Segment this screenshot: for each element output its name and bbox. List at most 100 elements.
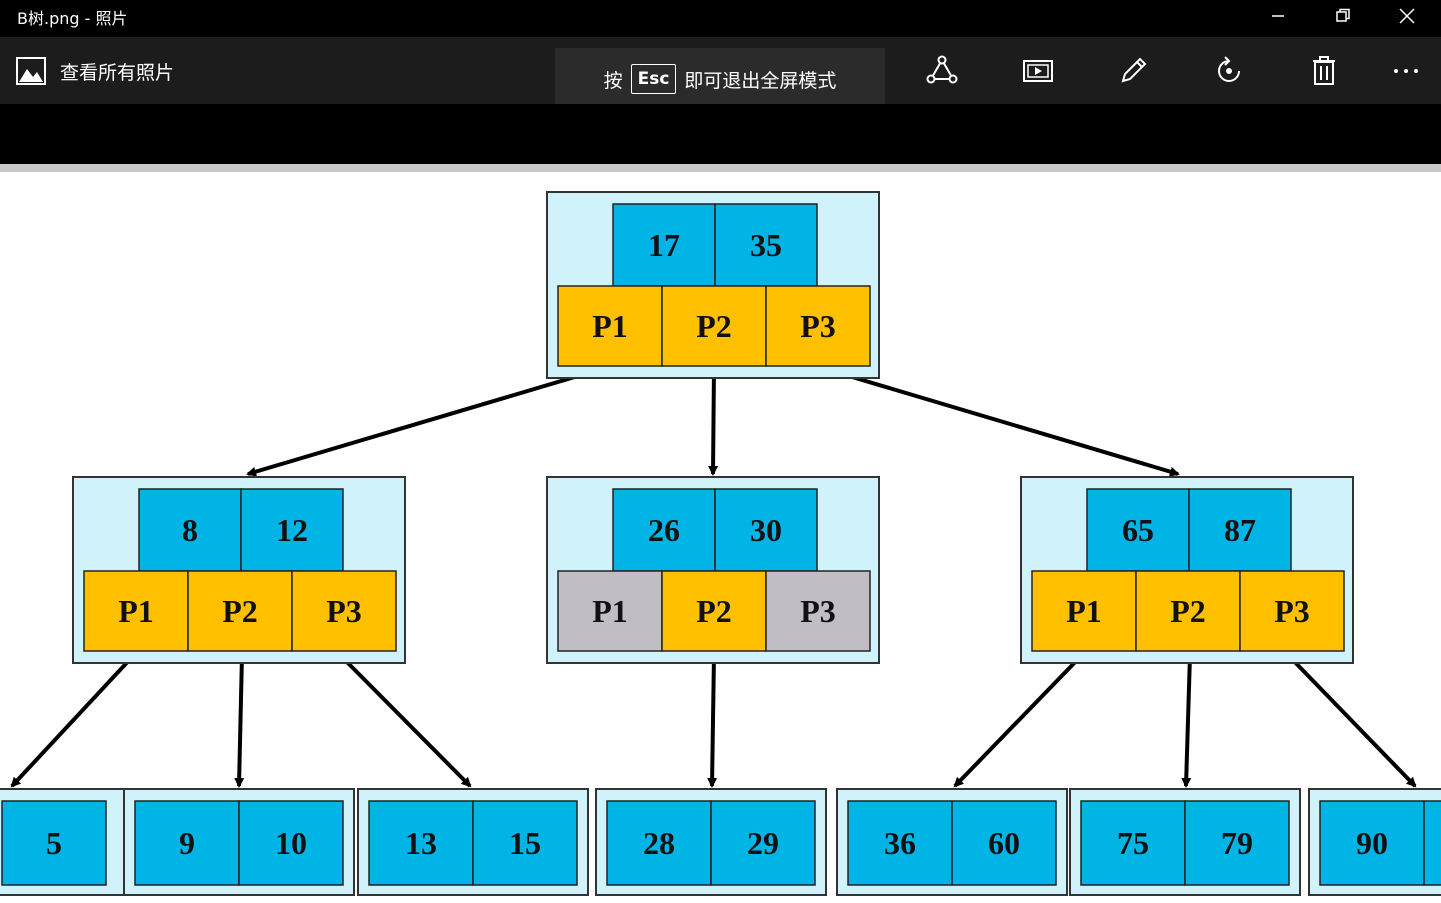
leaf-node-2: 13 15	[357, 788, 589, 896]
leaf-5-key-1-box	[1184, 800, 1290, 886]
share-button[interactable]	[919, 51, 965, 91]
leaf-1-key-1-box	[238, 800, 344, 886]
edge-root-p1	[246, 366, 606, 477]
node-8-12-pointer-2-box	[291, 570, 397, 652]
leaf-0-key-0: 5	[46, 825, 62, 861]
leaf-4-key-0: 36	[884, 825, 916, 861]
node-65-87-key-0: 65	[1122, 512, 1154, 548]
node-8-12-pointer-0-box	[83, 570, 189, 652]
hint-prefix: 按	[603, 69, 623, 92]
node-65-87-pointer-1: P2	[1170, 593, 1206, 629]
leaf-5-key-0-box	[1080, 800, 1186, 886]
node-26-30-key-1: 30	[750, 512, 782, 548]
leaf-node-5: 75 79	[1069, 788, 1301, 896]
delete-button[interactable]	[1301, 51, 1347, 91]
edit-icon	[1121, 57, 1147, 83]
edge-root-p2	[708, 367, 719, 476]
leaf-4-key-0-box	[847, 800, 953, 886]
more-icon	[1394, 69, 1418, 73]
leaf-1-key-0: 9	[179, 825, 195, 861]
edit-button[interactable]	[1110, 51, 1156, 91]
node-65-87-pointer-2-box	[1239, 570, 1345, 652]
leaf-node-1: 9 10	[123, 788, 355, 896]
leaf-6-key-0: 90	[1356, 825, 1388, 861]
edge-n1-p1	[10, 653, 136, 788]
minimize-icon	[1272, 15, 1284, 17]
node-26-30-pointer-1: P2	[696, 593, 732, 629]
more-button[interactable]	[1383, 51, 1429, 91]
edge-root-p3	[821, 366, 1180, 477]
picture-icon	[16, 57, 46, 85]
leaf-3-key-1-box	[710, 800, 816, 886]
root-node-pointer-1: P2	[696, 308, 732, 344]
root-node-pointer-2: P3	[800, 308, 836, 344]
leaf-3-key-1: 29	[747, 825, 779, 861]
tree-edges	[10, 366, 1417, 788]
root-node-key-1: 35	[750, 227, 782, 263]
node-65-87-pointer-0-box	[1031, 570, 1137, 652]
title-bar: B树.png - 照片	[0, 0, 1441, 36]
node-8-12-pointer-1: P2	[222, 593, 258, 629]
node-26-30-pointer-2: P3	[800, 593, 836, 629]
leaf-2-key-0: 13	[405, 825, 437, 861]
restore-icon	[1336, 8, 1350, 22]
leaf-5-key-1: 79	[1221, 825, 1253, 861]
leaf-6-key-1-box	[1423, 800, 1441, 886]
node-65-87-key-1-box	[1188, 488, 1292, 572]
close-button[interactable]	[1375, 0, 1439, 32]
slideshow-button[interactable]	[1015, 51, 1061, 91]
view-all-photos-button[interactable]: 查看所有照片	[16, 55, 174, 87]
node-8-12-key-1: 12	[276, 512, 308, 548]
edge-n3-p3	[1286, 653, 1417, 788]
edge-n1-p2	[234, 654, 245, 788]
leaf-3-key-0: 28	[643, 825, 675, 861]
hint-suffix: 即可退出全屏模式	[684, 69, 837, 92]
node-26-30-key-0-box	[612, 488, 716, 572]
root-node-key-0-box	[612, 203, 716, 287]
fullscreen-exit-hint: 按 Esc 即可退出全屏模式	[555, 48, 885, 110]
leaf-4-key-1: 60	[988, 825, 1020, 861]
root-node-pointer-0: P1	[592, 308, 628, 344]
leaf-2-key-0-box	[368, 800, 474, 886]
node-8-12-key-0: 8	[182, 512, 198, 548]
leaf-2-key-1: 15	[509, 825, 541, 861]
esc-key-badge: Esc	[630, 64, 677, 94]
node-65-87-pointer-0: P1	[1066, 593, 1102, 629]
node-65-87-key-1: 87	[1224, 512, 1256, 548]
rotate-button[interactable]	[1206, 51, 1252, 91]
minimize-button[interactable]	[1246, 0, 1310, 32]
leaf-6-key-0-box	[1319, 800, 1425, 886]
leaf-1-key-1: 10	[275, 825, 307, 861]
node-8-12-key-1-box	[240, 488, 344, 572]
node-26-30-pointer-0: P1	[592, 593, 628, 629]
leaf-node-4: 36 60	[836, 788, 1068, 896]
leaf-5-key-0: 75	[1117, 825, 1149, 861]
rotate-icon	[1218, 56, 1240, 82]
photo-toolbar: 查看所有照片 按 Esc 即可退出全屏模式	[0, 37, 1441, 110]
root-node-pointer-1-box	[661, 285, 767, 367]
node-26-30-key-0: 26	[648, 512, 680, 548]
node-8-12-pointer-2: P3	[326, 593, 362, 629]
restore-button[interactable]	[1311, 0, 1375, 32]
window-title: B树.png - 照片	[17, 9, 128, 28]
leaf-0-key-0-box	[1, 800, 107, 886]
viewer-background	[0, 104, 1441, 164]
view-all-label: 查看所有照片	[60, 61, 175, 84]
node-26-30-pointer-1-box	[661, 570, 767, 652]
leaf-node-3: 28 29	[595, 788, 827, 896]
node-8-12-pointer-1-box	[187, 570, 293, 652]
slideshow-icon	[1023, 60, 1053, 82]
node-26-30-pointer-0-box	[557, 570, 663, 652]
leaf-3-key-0-box	[606, 800, 712, 886]
node-65-87-pointer-2: P3	[1274, 593, 1310, 629]
share-icon	[926, 55, 958, 84]
root-node-key-0: 17	[648, 227, 680, 263]
close-icon	[1399, 8, 1415, 24]
edge-n3-p2	[1181, 654, 1192, 788]
